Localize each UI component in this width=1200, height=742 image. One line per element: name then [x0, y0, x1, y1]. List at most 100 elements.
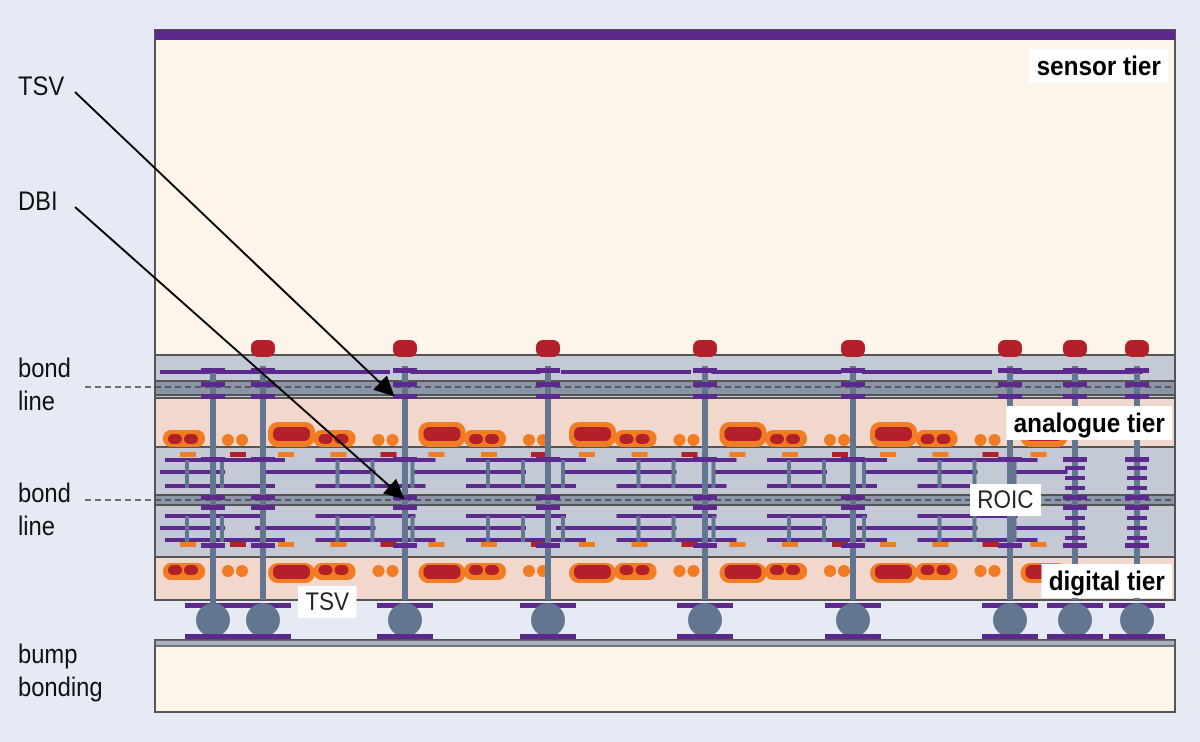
bump-pad-bottom [825, 634, 881, 639]
analogue-gate [184, 434, 198, 444]
analogue-gate [635, 434, 650, 444]
dbi-pad [1063, 394, 1087, 399]
dbi-pad [201, 382, 225, 387]
roic-metal-line [711, 470, 767, 474]
tsv [850, 366, 856, 600]
roic-metal-line [706, 526, 767, 530]
dbi-pad [1063, 495, 1087, 500]
roic-metal-line [461, 470, 526, 474]
digital-gate [770, 565, 784, 575]
analogue-contact [687, 434, 700, 446]
dbi-pad [693, 495, 717, 500]
solder-bump [196, 603, 230, 637]
dbi-pad [1063, 505, 1087, 510]
tsv-bottom-label: TSV [298, 586, 357, 618]
roic-via [185, 516, 189, 542]
sensor-tier-label: sensor tier [1029, 49, 1168, 83]
roic-pad [832, 452, 848, 457]
roic-via [636, 516, 641, 542]
analogue-gate [936, 434, 951, 444]
dbi-pad [536, 543, 560, 548]
solder-bump [531, 603, 565, 637]
digital-gate [184, 565, 198, 575]
roic-via [220, 516, 224, 542]
analogue-contact [523, 434, 535, 446]
roic-pad [631, 452, 648, 457]
tsv-pad [1127, 486, 1147, 490]
dbi-pad [536, 368, 560, 373]
digital-contact [974, 565, 987, 577]
pixel-contact [251, 340, 275, 357]
dbi-pad [841, 368, 865, 373]
roic-pad [579, 542, 595, 547]
dbi-pad [1125, 382, 1149, 387]
solder-bump [1058, 603, 1092, 637]
roic-metal-line [410, 470, 466, 474]
roic-metal-line [857, 526, 917, 530]
analogue-gate [619, 434, 634, 444]
roic-pad [481, 542, 497, 547]
roic-via [671, 516, 676, 542]
roic-via [1012, 516, 1017, 542]
dbi-pad [393, 495, 417, 500]
roic-metal-line [917, 538, 1038, 542]
digital-gate [635, 565, 650, 575]
roic-via [410, 516, 415, 542]
dbi-pad [998, 394, 1022, 399]
dbi-pad [998, 368, 1022, 373]
analogue-contact [236, 434, 248, 446]
digital-contact [673, 565, 686, 577]
tsv [1072, 366, 1078, 600]
roic-pad [982, 542, 999, 547]
dbi-pad [693, 382, 717, 387]
digital-gate [334, 565, 349, 575]
digital-contact [372, 565, 385, 577]
dbi-pad [693, 505, 717, 510]
roic-metal-line [255, 526, 315, 530]
digital-gate-large [724, 565, 762, 579]
roic-metal-line [1007, 526, 1068, 530]
pixel-contact [841, 340, 865, 357]
roic-via [335, 460, 340, 488]
roic-pad [932, 542, 949, 547]
digital-contact [523, 565, 535, 577]
dbi-pad [251, 505, 275, 510]
dbi-pad [536, 394, 560, 399]
roic-pad [531, 452, 547, 457]
tsv-pad [1065, 486, 1085, 490]
dbi-pad [998, 543, 1022, 548]
analogue-gate-large [273, 427, 310, 441]
roic-via [561, 460, 565, 488]
tsv-pad [1127, 466, 1147, 470]
analogue-contact [386, 434, 399, 446]
pixel-contact [536, 340, 560, 357]
dbi-pad [536, 495, 560, 500]
analogue-contact [974, 434, 987, 446]
bond-layer-metal [711, 370, 842, 374]
bump-bonding-label: bump bonding [18, 639, 103, 702]
roic-metal-line [466, 458, 586, 462]
tsv [402, 366, 408, 600]
analogue-contact [372, 434, 385, 446]
roic-metal-line [611, 526, 677, 530]
roic-pad [428, 542, 445, 547]
analogue-contact [673, 434, 686, 446]
roic-pad [180, 542, 196, 547]
dbi-pad [841, 457, 865, 462]
tsv-pad [1065, 526, 1085, 530]
bond-layer-metal [410, 370, 541, 374]
digital-gate [318, 565, 333, 575]
digital-contact [838, 565, 850, 577]
roic-metal-line [767, 514, 867, 518]
roic-pad [631, 542, 648, 547]
digital-contact [824, 565, 836, 577]
roic-via [486, 460, 490, 488]
dbi-pad [393, 457, 417, 462]
roic-metal-line [405, 526, 466, 530]
dbi-pad [841, 382, 865, 387]
solder-bump [388, 603, 422, 637]
bump-pad-bottom [235, 634, 291, 639]
digital-gate [936, 565, 951, 575]
roic-via [822, 516, 826, 542]
